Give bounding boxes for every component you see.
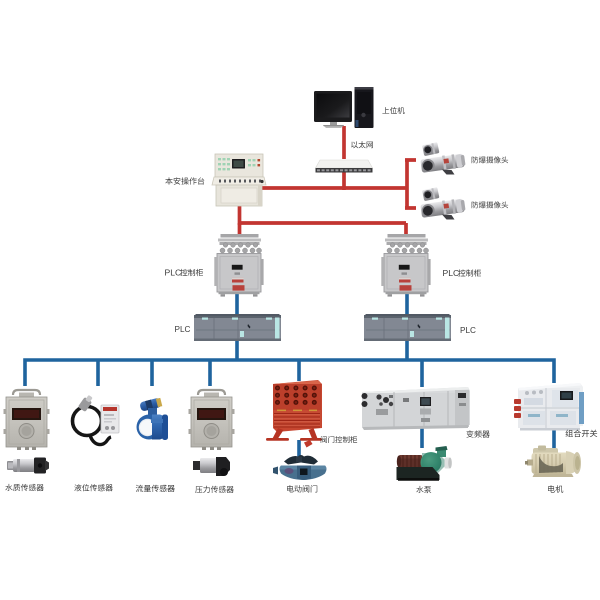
svg-text:PLC: PLC — [175, 325, 191, 334]
svg-text:PLC: PLC — [443, 268, 460, 278]
svg-text:PLC: PLC — [165, 268, 182, 278]
svg-text:PLC: PLC — [460, 326, 476, 335]
